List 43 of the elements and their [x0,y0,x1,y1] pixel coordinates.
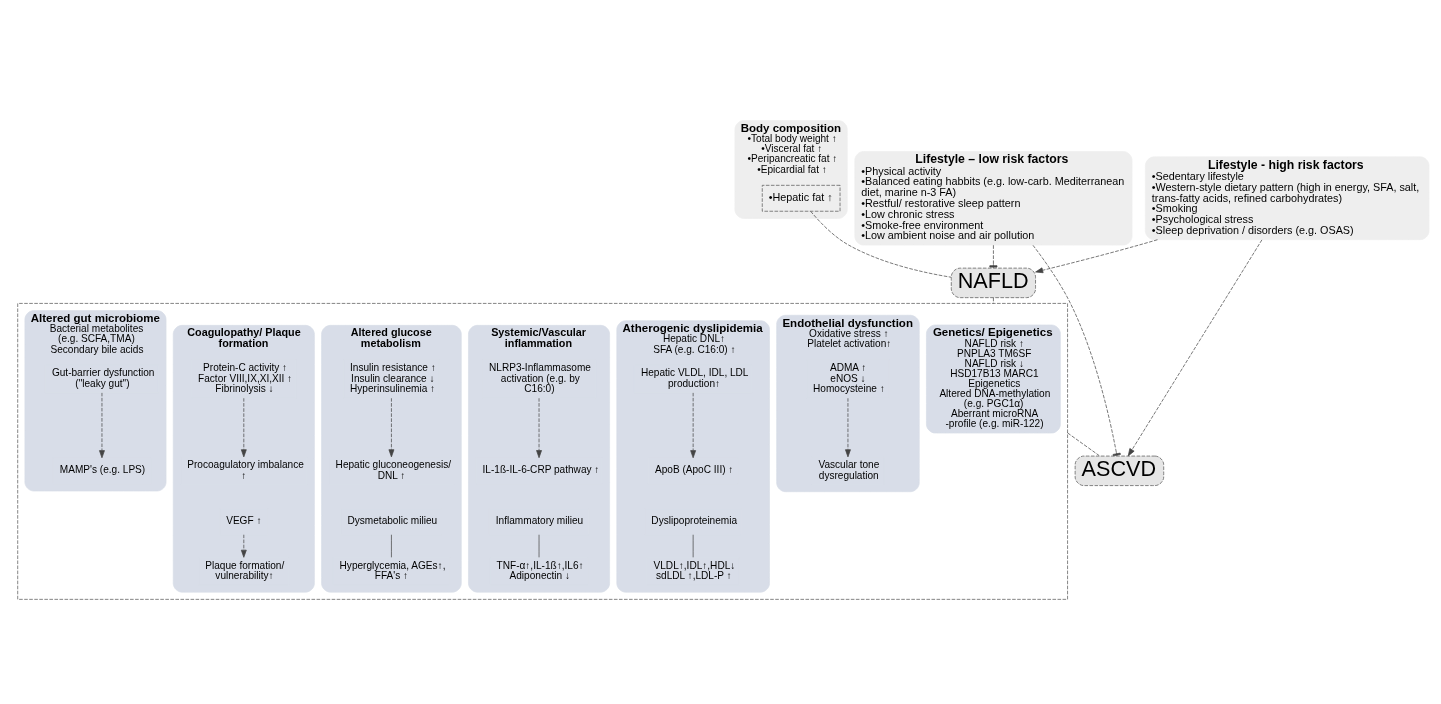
connector [1032,244,1121,456]
arrow [99,392,105,458]
node-box: Genetics/ Epigenetics NAFLD risk ↑ PNPLA3 TM6SF NAFLD risk ↓ HSD17B13 MARC1 Epigenetics Altered DNA-methylation (e.g. PGC1α) Aberrant microRNA -profile (e.g. miR-122) [926,324,1061,433]
arrow [388,397,395,457]
node-text: Hepatic VLDL, IDL, LDL production↑ [640,366,749,389]
connector [1067,432,1100,456]
node-box: Lifestyle - high risk factors •Sedentary lifestyle •Western-style dietary pattern (high in energy, SFA, salt, trans-fatty acids, refined carbohydrates) •Smoking •Psychological stress •Sleep deprivation / disorders (e.g. OSAS) [1145,156,1430,240]
node-text: TNF-α↑,IL-1ß↑,IL6↑ Adiponectin ↓ [496,559,584,581]
arrow [240,533,247,558]
connector [989,244,998,268]
node-box: ASCVD [1074,455,1165,486]
node-text: Vascular tone dysregulation [818,458,880,481]
node-box: •Hepatic fat ↑ [761,184,841,212]
cluster [17,302,1068,600]
node-text: Gut-barrier dysfunction ("leaky gut") [51,366,155,389]
arrow [1127,239,1263,456]
connector [993,296,994,304]
node-text: VLDL↑,IDL↑,HDL↓ sdLDL ↑,LDL-P ↑ [653,559,736,581]
node-text: VEGF ↑ [226,514,262,526]
arrow [240,397,247,457]
node-text: Procoagulatory imbalance ↑ [187,458,304,481]
node-text: NLRP3-Inflammasome activation (e.g. by C16:0) [489,361,591,394]
arrow [536,397,542,458]
node-text: MAMP's (e.g. LPS) [59,463,146,475]
node-text: Hepatic gluconeogenesis/ DNL ↑ [335,458,452,481]
node-text: ADMA ↑ eNOS ↓ Homocysteine ↑ [813,361,885,394]
node-text: Inflammatory milieu [495,514,584,526]
connector [391,533,392,558]
arrow [690,392,696,458]
node-box: Lifestyle – low risk factors •Physical activity •Balanced eating habbits (e.g. low-carb. Mediterranean diet, marine n-3 FA) •Restful/ restorative sleep pattern •Low chronic stress •Smoke-free environment •Low ambient noise and air pollution [854,150,1133,245]
node-text: Protein-C activity ↑ Factor VIII,IX,XI,XII ↑ Fibrinolysis ↓ [198,361,293,394]
node-text: Insulin resistance ↑ Insulin clearance ↓ Hyperinsulinemia ↑ [350,361,436,394]
connector [810,210,952,278]
arrow [1035,238,1158,273]
node-text: Dyslipoproteinemia [651,514,738,526]
node-text: Hyperglycemia, AGEs↑, FFA's ↑ [339,559,446,581]
node-text: IL-1ß-IL-6-CRP pathway ↑ [482,463,600,475]
node-box: NAFLD [950,267,1036,298]
arrow [845,397,851,457]
node-text: Plaque formation/ vulnerability↑ [205,559,285,581]
node-text: Dysmetabolic milieu [347,514,438,526]
node-text: ApoB (ApoC III) ↑ [654,463,734,475]
connector [692,533,694,558]
